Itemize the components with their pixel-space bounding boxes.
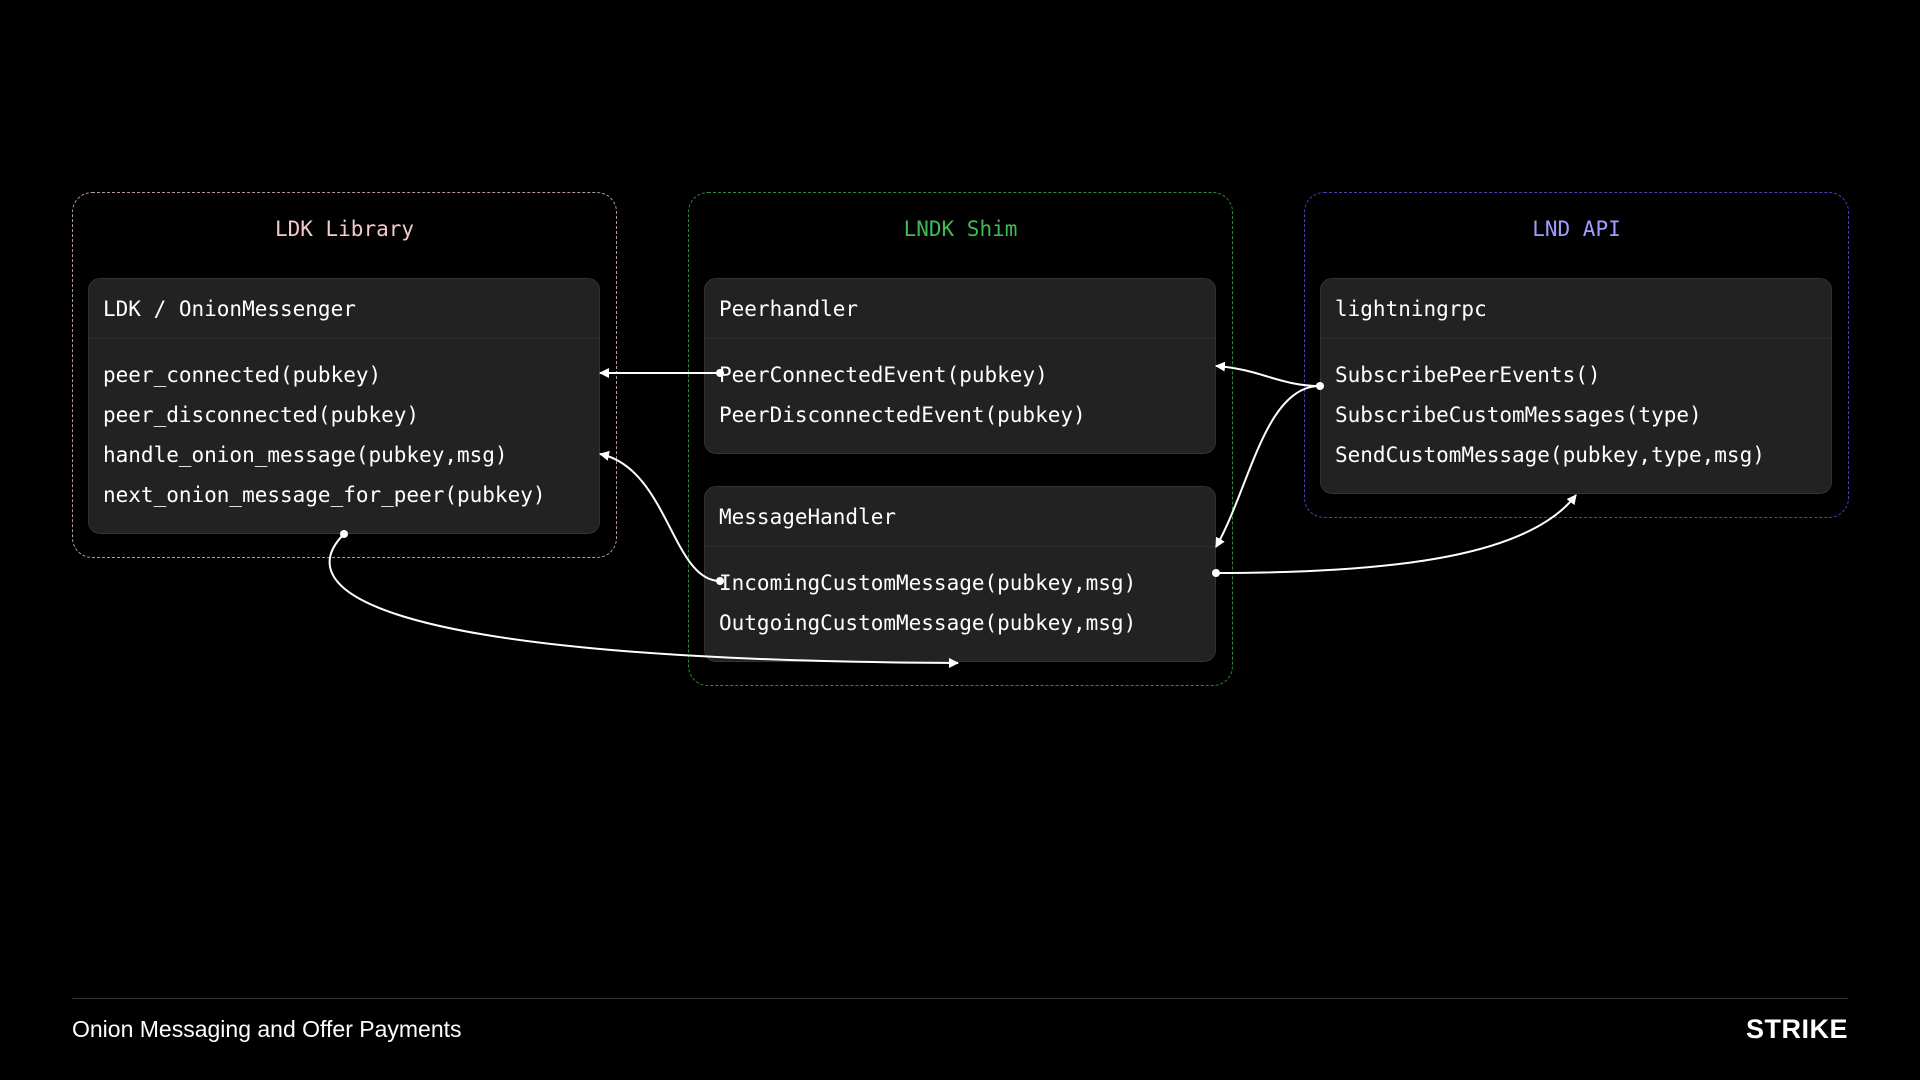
method-peer-disconnected-event: PeerDisconnectedEvent(pubkey) bbox=[719, 403, 1086, 427]
method-peer-connected: peer_connected(pubkey) bbox=[103, 363, 382, 387]
lightningrpc-card-title: lightningrpc bbox=[1321, 279, 1831, 339]
method-incoming-custom-message: IncomingCustomMessage(pubkey,msg) bbox=[719, 571, 1137, 595]
method-handle-onion-message: handle_onion_message(pubkey,msg) bbox=[103, 443, 508, 467]
lightningrpc-card: lightningrpc SubscribePeerEvents() Subsc… bbox=[1320, 278, 1832, 494]
brand-logo: STRIKE bbox=[1745, 1014, 1848, 1044]
lndk-shim-title: LNDK Shim bbox=[903, 217, 1018, 241]
onion-messenger-card-title: LDK / OnionMessenger bbox=[89, 279, 599, 339]
method-subscribe-custom-messages: SubscribeCustomMessages(type) bbox=[1335, 403, 1702, 427]
lnd-api-title: LND API bbox=[1532, 217, 1621, 241]
method-peer-connected-event: PeerConnectedEvent(pubkey) bbox=[719, 363, 1048, 387]
onion-messenger-card: LDK / OnionMessenger peer_connected(pubk… bbox=[88, 278, 600, 534]
peerhandler-card: Peerhandler PeerConnectedEvent(pubkey) P… bbox=[704, 278, 1216, 454]
peerhandler-card-title: Peerhandler bbox=[705, 279, 1215, 339]
messagehandler-card: MessageHandler IncomingCustomMessage(pub… bbox=[704, 486, 1216, 662]
ldk-library-title: LDK Library bbox=[274, 217, 415, 241]
method-subscribe-peer-events: SubscribePeerEvents() bbox=[1335, 363, 1601, 387]
footer-divider bbox=[72, 998, 1848, 999]
method-outgoing-custom-message: OutgoingCustomMessage(pubkey,msg) bbox=[719, 611, 1137, 635]
footer-title: Onion Messaging and Offer Payments bbox=[72, 1016, 462, 1042]
method-next-onion-message: next_onion_message_for_peer(pubkey) bbox=[103, 483, 546, 507]
messagehandler-card-title: MessageHandler bbox=[705, 487, 1215, 547]
method-peer-disconnected: peer_disconnected(pubkey) bbox=[103, 403, 420, 427]
method-send-custom-message: SendCustomMessage(pubkey,type,msg) bbox=[1335, 443, 1765, 467]
